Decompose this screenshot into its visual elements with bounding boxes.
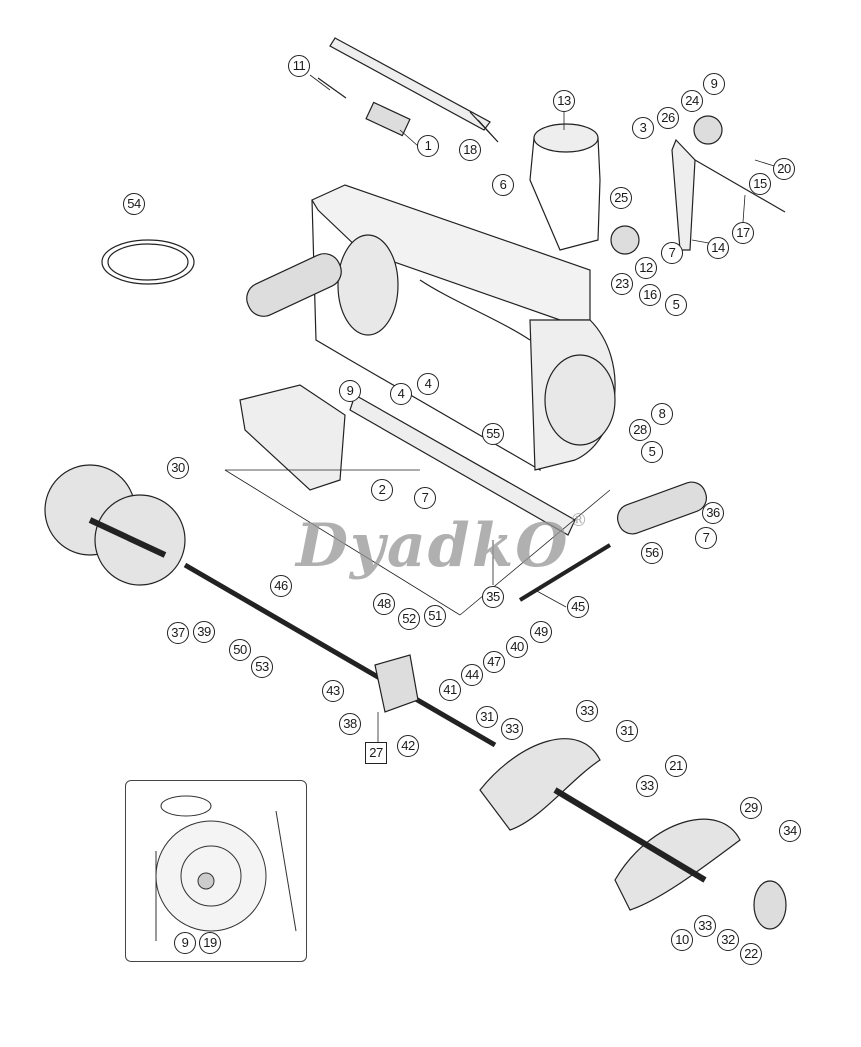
callout-part-6: 6 [492, 174, 514, 196]
callout-part-12: 12 [635, 257, 657, 279]
pulley-part [693, 115, 723, 145]
callout-part-24: 24 [681, 90, 703, 112]
callout-part-52: 52 [398, 608, 420, 630]
chute-part [529, 123, 601, 251]
auger-right [479, 738, 787, 930]
bracket-part [365, 101, 411, 137]
scraper-bar [349, 394, 576, 536]
callout-part-40: 40 [506, 636, 528, 658]
callout-part-4: 4 [417, 373, 439, 395]
inset-drawing [155, 795, 297, 941]
callout-part-48: 48 [373, 593, 395, 615]
callout-part-35: 35 [482, 586, 504, 608]
worm-shaft [518, 543, 612, 602]
callout-part-30: 30 [167, 457, 189, 479]
callout-part-5: 5 [641, 441, 663, 463]
callout-part-7: 7 [414, 487, 436, 509]
callout-part-31: 31 [616, 720, 638, 742]
callout-part-17: 17 [732, 222, 754, 244]
gear-housing [239, 384, 346, 491]
callout-part-18: 18 [459, 139, 481, 161]
callout-part-9: 9 [703, 73, 725, 95]
shaft-part [329, 37, 499, 143]
callout-part-33: 33 [694, 915, 716, 937]
callout-part-33: 33 [636, 775, 658, 797]
callout-part-14: 14 [707, 237, 729, 259]
skid-shoe-left [246, 253, 342, 317]
callout-part-7: 7 [695, 527, 717, 549]
callout-part-21: 21 [665, 755, 687, 777]
callout-part-23: 23 [611, 273, 633, 295]
callout-part-42: 42 [397, 735, 419, 757]
callout-part-33: 33 [501, 718, 523, 740]
callout-part-56: 56 [641, 542, 663, 564]
callout-part-38: 38 [339, 713, 361, 735]
callout-part-5: 5 [665, 294, 687, 316]
callout-part-20: 20 [773, 158, 795, 180]
callout-part-55: 55 [482, 423, 504, 445]
callout-part-32: 32 [717, 929, 739, 951]
skid-shoe-right [616, 481, 708, 535]
callout-part-37: 37 [167, 622, 189, 644]
callout-part-13: 13 [553, 90, 575, 112]
callout-part-36: 36 [702, 502, 724, 524]
registered-mark: ® [569, 510, 590, 531]
callout-part-25: 25 [610, 187, 632, 209]
idler-bracket [671, 138, 696, 251]
callout-part-43: 43 [322, 680, 344, 702]
callout-part-31: 31 [476, 706, 498, 728]
cable-part [694, 159, 786, 213]
callout-part-19: 19 [199, 932, 221, 954]
bearing-part [610, 225, 640, 255]
callout-part-49: 49 [530, 621, 552, 643]
callout-part-54: 54 [123, 193, 145, 215]
watermark-text: DyadkO [296, 511, 570, 581]
callout-part-44: 44 [461, 664, 483, 686]
callout-part-3: 3 [632, 117, 654, 139]
callout-part-27: 27 [365, 742, 387, 764]
callout-part-34: 34 [779, 820, 801, 842]
callout-part-28: 28 [629, 419, 651, 441]
inset-detail-view [125, 780, 307, 962]
callout-part-46: 46 [270, 575, 292, 597]
callout-part-33: 33 [576, 700, 598, 722]
callout-part-11: 11 [288, 55, 310, 77]
gearbox-part [374, 654, 419, 713]
callout-part-53: 53 [251, 656, 273, 678]
callout-part-29: 29 [740, 797, 762, 819]
callout-part-22: 22 [740, 943, 762, 965]
callout-part-26: 26 [657, 107, 679, 129]
auger-shaft [183, 562, 497, 748]
callout-part-51: 51 [424, 605, 446, 627]
callout-part-47: 47 [483, 651, 505, 673]
callout-part-9: 9 [339, 380, 361, 402]
bolt-part [317, 77, 347, 99]
auger-left [44, 464, 186, 586]
callout-part-10: 10 [671, 929, 693, 951]
callout-part-50: 50 [229, 639, 251, 661]
callout-part-9: 9 [174, 932, 196, 954]
auger-housing [311, 184, 616, 472]
callout-part-1: 1 [417, 135, 439, 157]
watermark: DyadkO® [296, 510, 590, 581]
callout-part-16: 16 [639, 284, 661, 306]
callout-part-2: 2 [371, 479, 393, 501]
callout-part-8: 8 [651, 403, 673, 425]
callout-part-41: 41 [439, 679, 461, 701]
callout-part-39: 39 [193, 621, 215, 643]
callout-part-45: 45 [567, 596, 589, 618]
callout-part-7: 7 [661, 242, 683, 264]
callout-part-4: 4 [390, 383, 412, 405]
power-cord [101, 239, 195, 285]
callout-part-15: 15 [749, 173, 771, 195]
